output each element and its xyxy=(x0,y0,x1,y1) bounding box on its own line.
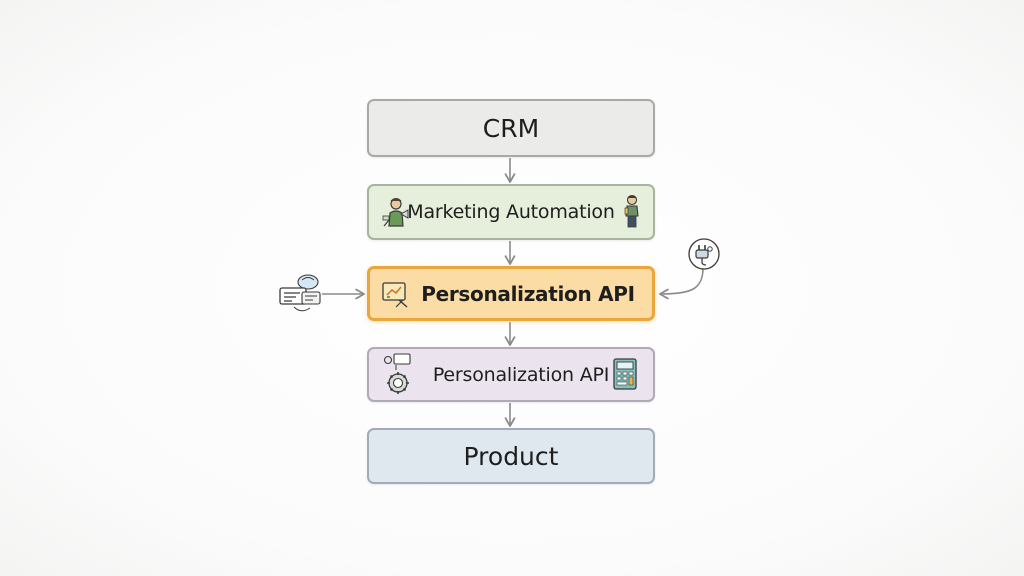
data-cards-icon xyxy=(278,272,324,316)
node-crm-label: CRM xyxy=(482,113,540,143)
node-personalization-api-highlighted-label: Personalization API xyxy=(421,281,635,306)
calculator-icon xyxy=(612,357,638,391)
person-with-megaphone-icon xyxy=(381,196,411,230)
node-crm: CRM xyxy=(367,99,655,157)
node-marketing-automation: Marketing Automation xyxy=(367,184,655,240)
monitor-chart-icon xyxy=(381,280,411,308)
node-product: Product xyxy=(367,428,655,484)
plug-icon xyxy=(686,236,722,272)
standing-person-icon xyxy=(622,194,642,230)
node-personalization-api: Personalization API xyxy=(367,347,655,402)
node-product-label: Product xyxy=(463,441,559,471)
node-personalization-api-label: Personalization API xyxy=(432,363,610,386)
node-marketing-automation-label: Marketing Automation xyxy=(407,201,615,223)
edge-right-source-to-api-main xyxy=(659,267,704,300)
gear-cog-icon xyxy=(382,352,414,396)
node-personalization-api-highlighted: Personalization API xyxy=(367,266,655,321)
